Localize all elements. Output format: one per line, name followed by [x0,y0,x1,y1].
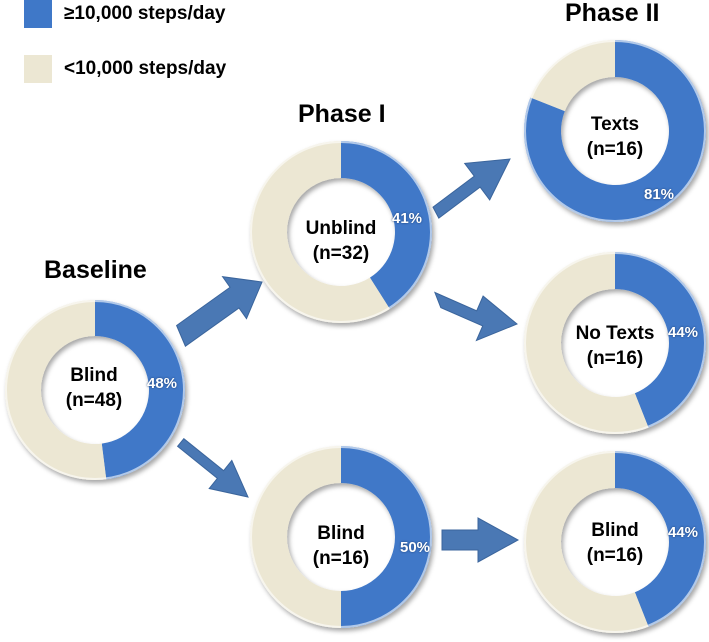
donut-phase1-blind-outer-edge [250,446,432,628]
donut-n-text: (n=32) [312,243,370,264]
phase-two-title: Phase II [565,0,660,27]
donut-phase2-blind-label: Blind (n=16) [560,518,670,568]
donut-n-text: (n=48) [65,390,123,411]
arrow-unblind-to-notexts [433,291,518,342]
donut-phase2-blind-slice-low [524,451,649,634]
donut-no-texts-outer-edge [524,252,706,434]
donut-phase1-blind-percent: 50% [399,539,431,556]
donut-unblind [250,141,432,323]
donut-phase1-blind-slice-high [341,446,432,628]
donut-no-texts-percent: 44% [667,324,699,341]
donut-label-text: Blind [70,365,118,386]
donut-phase1-blind [249,446,432,628]
phase-one-title: Phase I [298,100,386,128]
donut-texts-outer-edge [524,40,706,222]
donut-label-text: No Texts [575,323,655,344]
donut-baseline-blind-label: Blind (n=48) [39,363,149,413]
donut-label-text: Blind [591,520,639,541]
arrow-baseline-to-blind [176,437,249,498]
donut-n-text: (n=16) [586,545,644,566]
arrow-baseline-to-unblind [175,276,263,347]
donut-label-text: Texts [590,114,640,135]
donut-label-text: Unblind [305,218,377,239]
arrow-blind-to-blind [441,517,520,563]
donut-baseline-blind-outer-edge [5,300,185,480]
donut-texts [524,40,706,222]
donut-baseline-blind [4,300,185,480]
legend-label-low: <10,000 steps/day [64,58,227,79]
donut-texts-slice-high [524,40,706,222]
legend-label-high: ≥10,000 steps/day [64,3,226,24]
donut-phase2-blind-percent: 44% [667,524,699,541]
donut-baseline-blind-slice-high [95,300,185,480]
donut-n-text: (n=16) [586,139,644,160]
donut-no-texts-label: No Texts (n=16) [560,321,670,371]
donut-unblind-percent: 41% [391,210,423,227]
donut-phase2-blind-slice-high [615,451,707,627]
donut-baseline-blind-percent: 48% [146,375,178,392]
donut-no-texts-slice-low [523,252,649,435]
donut-unblind-slice-high [341,141,432,309]
donut-no-texts-slice-high [615,252,706,428]
donut-phase1-blind-label: Blind (n=16) [286,521,396,571]
donut-unblind-slice-low [250,141,390,323]
legend-swatch-high [24,0,52,28]
donut-label-text: Blind [317,523,365,544]
donut-texts-label: Texts (n=16) [560,112,670,162]
donut-n-text: (n=16) [586,348,644,369]
donut-unblind-label: Unblind (n=32) [286,216,396,266]
donut-phase1-blind-slice-low [249,446,341,628]
baseline-title: Baseline [44,256,147,284]
donut-unblind-outer-edge [250,141,432,323]
arrow-unblind-to-texts [432,158,511,219]
donut-phase2-blind-outer-edge [524,451,706,633]
legend-swatch-low [24,55,52,83]
donut-n-text: (n=16) [312,548,370,569]
donut-texts-slice-low [530,40,615,112]
donut-baseline-blind-slice-low [4,300,107,480]
donut-texts-percent: 81% [643,186,675,203]
donut-no-texts [523,252,706,435]
donut-phase2-blind [524,451,707,634]
